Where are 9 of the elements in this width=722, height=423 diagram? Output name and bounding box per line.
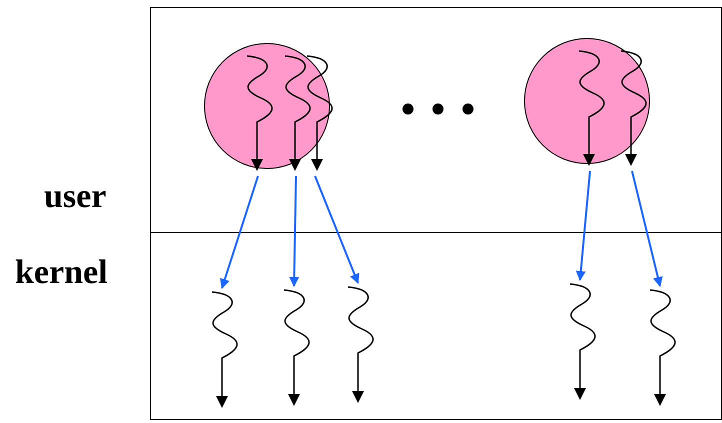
arrow bbox=[289, 176, 300, 287]
arrow bbox=[220, 176, 259, 289]
arrow bbox=[314, 176, 360, 284]
region-label: user bbox=[44, 180, 106, 214]
address-space-region bbox=[150, 232, 722, 420]
arrow bbox=[576, 170, 591, 281]
region-label: kernel bbox=[15, 256, 108, 290]
address-space-region bbox=[150, 7, 722, 234]
arrow bbox=[631, 170, 663, 287]
